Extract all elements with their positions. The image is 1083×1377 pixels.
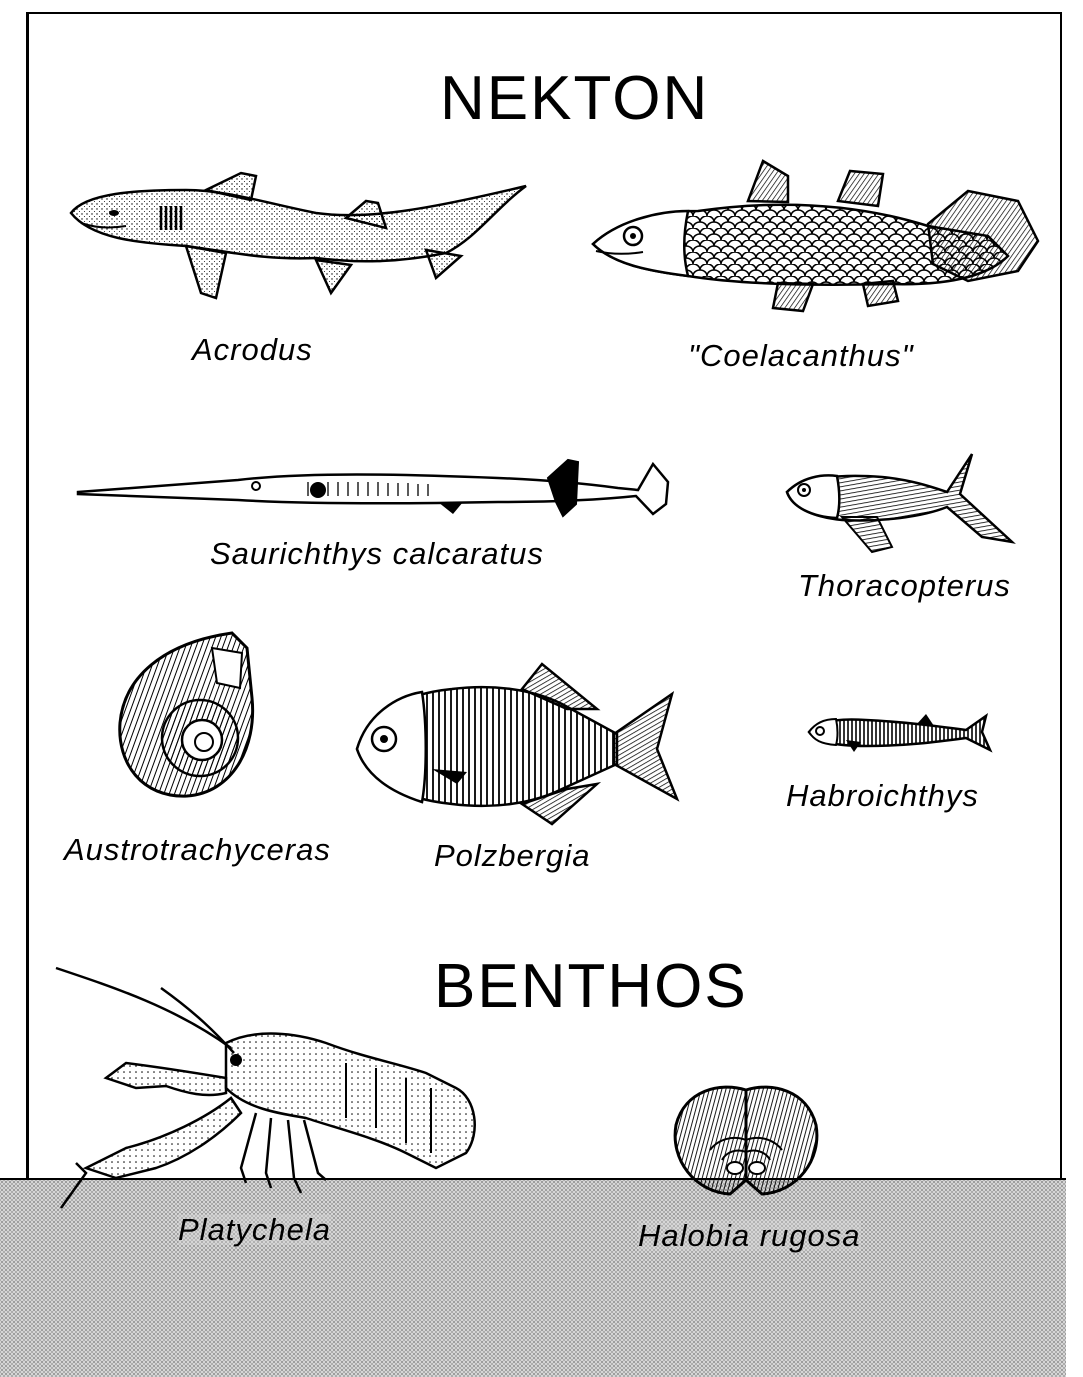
halobia-illustration [670, 1080, 822, 1200]
coelacanthus-label: "Coelacanthus" [688, 340, 914, 371]
austrotrachyceras-label: Austrotrachyceras [64, 834, 331, 865]
halobia-label: Halobia rugosa [638, 1220, 861, 1251]
platychela-illustration [56, 968, 486, 1218]
habroichthys-label: Habroichthys [786, 780, 979, 811]
acrodus-illustration [66, 168, 531, 308]
thoracopterus-label: Thoracopterus [798, 570, 1011, 601]
austrotrachyceras-illustration [112, 628, 262, 800]
polzbergia-illustration [352, 664, 684, 824]
polzbergia-label: Polzbergia [434, 840, 590, 871]
nekton-heading: NEKTON [440, 68, 709, 130]
coelacanthus-illustration [588, 156, 1043, 316]
acrodus-label: Acrodus [192, 334, 313, 365]
platychela-label: Platychela [178, 1214, 331, 1245]
saurichthys-illustration [78, 456, 673, 522]
saurichthys-label: Saurichthys calcaratus [210, 538, 544, 569]
thoracopterus-illustration [782, 452, 1014, 554]
habroichthys-illustration [806, 710, 992, 756]
